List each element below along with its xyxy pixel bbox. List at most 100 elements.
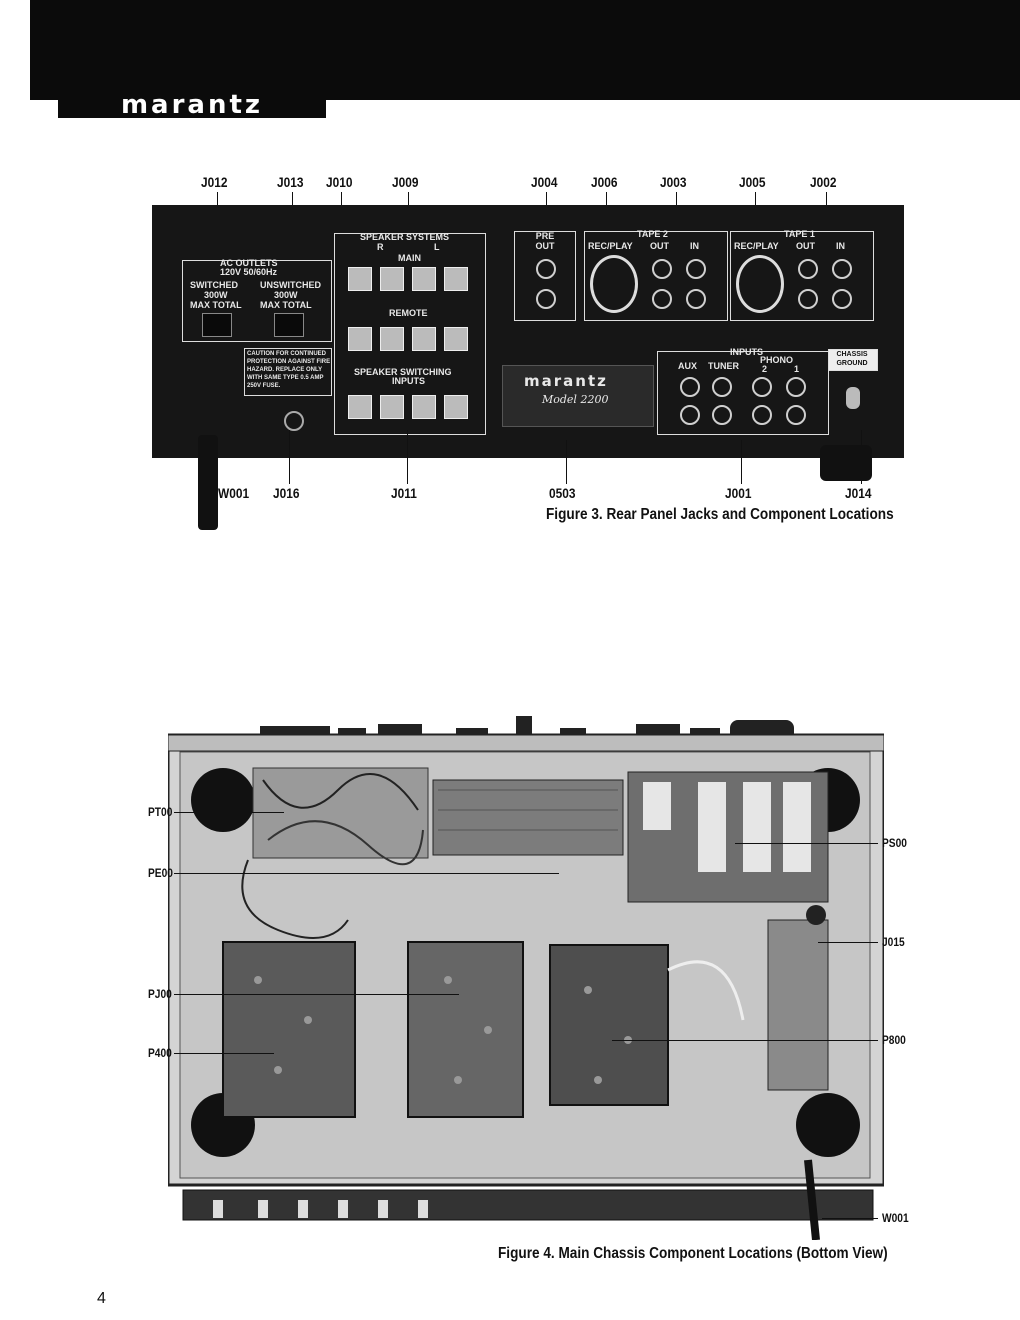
tape1-out-label: OUT [796, 241, 815, 251]
speaker-terminal [412, 267, 436, 291]
plate-model: Model 2200 [542, 393, 609, 406]
brand-logo: marantz [58, 92, 326, 118]
switched-label: SWITCHED [190, 280, 238, 290]
tape2-box [584, 231, 728, 321]
phono-2-label: 2 [762, 364, 768, 374]
page-number: 4 [97, 1290, 106, 1307]
caution-line-4: WITH SAME TYPE 0.5 AMP [247, 375, 324, 381]
label-w001: W001 [218, 485, 250, 501]
ac-rating-label: 120V 50/60Hz [220, 267, 278, 277]
rca-jack [652, 259, 672, 279]
label-j006: J006 [591, 174, 618, 190]
label-0503: 0503 [549, 485, 576, 501]
rca-jack [832, 259, 852, 279]
label-ps00: PS00 [882, 836, 907, 850]
model-plate [502, 365, 654, 427]
outlet-unswitched [274, 313, 304, 337]
rca-jack [786, 405, 806, 425]
inputs-label: INPUTS [730, 347, 764, 357]
tape1-label: TAPE 1 [784, 229, 815, 239]
caution-line-3: HAZARD. REPLACE ONLY [247, 367, 323, 373]
speaker-r-label: R [377, 242, 384, 252]
inputs-box [657, 351, 829, 435]
label-j003: J003 [660, 174, 687, 190]
leader-line [289, 430, 290, 484]
rca-jack [712, 405, 732, 425]
power-cord [198, 435, 218, 530]
label-j010: J010 [326, 174, 353, 190]
outlet-switched [202, 313, 232, 337]
label-j014: J014 [845, 485, 872, 501]
rca-jack [832, 289, 852, 309]
speaker-terminal [380, 267, 404, 291]
label-pj00: PJ00 [148, 987, 172, 1001]
rca-jack [680, 377, 700, 397]
leader-line [174, 994, 459, 995]
ground-terminal [846, 387, 860, 409]
leader-line [407, 430, 408, 484]
leader-line [735, 843, 878, 844]
aux-label: AUX [678, 361, 698, 371]
speaker-switching-label: SPEAKER SWITCHING [354, 367, 452, 377]
chassis-ground-box [828, 349, 878, 371]
rca-jack [798, 259, 818, 279]
label-j012: J012 [201, 174, 228, 190]
rca-jack [752, 405, 772, 425]
caution-box [244, 348, 332, 396]
leader-line [174, 812, 284, 813]
speaker-terminal [444, 267, 468, 291]
speaker-terminal [412, 395, 436, 419]
tuner-label: TUNER [708, 361, 739, 371]
caution-line-2: PROTECTION AGAINST FIRE [247, 359, 331, 365]
unswitched-label: UNSWITCHED [260, 280, 321, 290]
pre-out-label: PRE OUT [535, 231, 555, 251]
speaker-terminal [348, 327, 372, 351]
rca-jack [536, 259, 556, 279]
ac-outlets-label: AC OUTLETS [220, 258, 278, 268]
rca-jack [712, 377, 732, 397]
tape2-label: TAPE 2 [637, 229, 668, 239]
leader-line [174, 873, 559, 874]
rca-jack [752, 377, 772, 397]
label-j005: J005 [739, 174, 766, 190]
figure-4-caption: Figure 4. Main Chassis Component Locatio… [498, 1245, 888, 1262]
tape1-rec-play-label: REC/PLAY [734, 241, 779, 251]
din-connector [590, 255, 638, 313]
leader-line [861, 430, 862, 484]
label-j011: J011 [391, 485, 417, 501]
leader-line [822, 1218, 878, 1219]
phono-1-label: 1 [794, 364, 800, 374]
label-p400: P400 [148, 1046, 172, 1060]
speaker-l-label: L [434, 242, 440, 252]
rca-jack [680, 405, 700, 425]
remote-label: REMOTE [389, 308, 428, 318]
leader-line [612, 1040, 878, 1041]
label-j004: J004 [531, 174, 558, 190]
fuse-holder [284, 411, 304, 431]
label-j013: J013 [277, 174, 304, 190]
chassis-bottom-photo [168, 733, 884, 1240]
speaker-terminal [412, 327, 436, 351]
label-pt00: PT00 [148, 805, 173, 819]
chassis-ground-label: CHASSIS GROUND [836, 351, 868, 367]
speaker-terminal [348, 267, 372, 291]
pre-out-box [514, 231, 576, 321]
leader-line [566, 440, 567, 484]
label-j001: J001 [725, 485, 752, 501]
label-j002: J002 [810, 174, 837, 190]
label-p800: P800 [882, 1033, 906, 1047]
speaker-systems-label: SPEAKER SYSTEMS [360, 232, 450, 242]
label-w001-chassis: W001 [882, 1211, 909, 1225]
rca-jack [686, 289, 706, 309]
speaker-terminal [444, 327, 468, 351]
tape1-in-label: IN [836, 241, 845, 251]
rear-panel-photo: AC OUTLETS 120V 50/60Hz SWITCHED 300W MA… [152, 205, 904, 458]
caution-line-1: CAUTION FOR CONTINUED [247, 351, 326, 357]
label-j009: J009 [392, 174, 419, 190]
speaker-switching-inputs-label: INPUTS [392, 376, 426, 386]
unswitched-max-label: MAX TOTAL [260, 300, 312, 310]
tape1-box [730, 231, 874, 321]
tape2-in-label: IN [690, 241, 699, 251]
speaker-terminal [348, 395, 372, 419]
main-label: MAIN [398, 253, 421, 263]
